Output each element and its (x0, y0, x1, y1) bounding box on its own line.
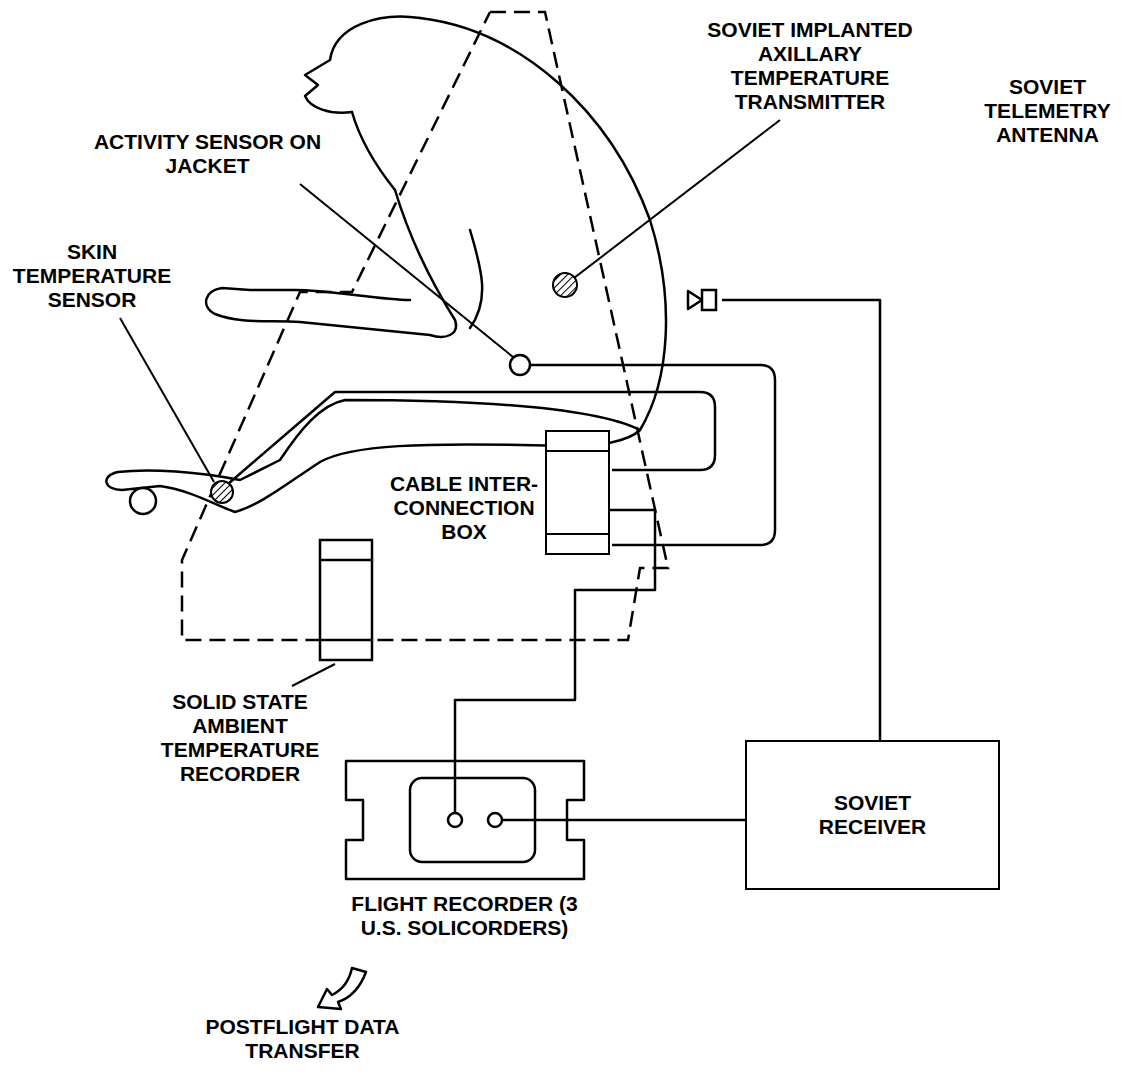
chair-outline (182, 12, 668, 640)
soviet-receiver: SOVIET RECEIVER (745, 740, 1000, 890)
callout-label: SOVIET IMPLANTED AXILLARY TEMPERATURE TR… (680, 18, 940, 114)
antenna-horn (688, 291, 702, 309)
ambient-recorder-band (320, 559, 372, 562)
ambient-recorder-band (320, 639, 372, 642)
connector-wire (722, 300, 880, 740)
recorder-outline (345, 760, 585, 880)
axillary-transmitter (553, 273, 577, 297)
callout-label: SKIN TEMPERATURE SENSOR (6, 240, 178, 312)
arm-outline (206, 190, 456, 337)
box-band (547, 450, 608, 452)
skin-sensor-wire (228, 392, 715, 484)
node-label: SOVIET RECEIVER (803, 791, 943, 839)
note-label: POSTFLIGHT DATA TRANSFER (200, 1015, 405, 1063)
activity-sensor (510, 355, 530, 375)
antenna-symbol: SOVIET TELEMETRY ANTENNA (686, 286, 722, 314)
foot-ball (130, 488, 156, 514)
antenna-body (702, 290, 716, 310)
leader-line (120, 318, 214, 482)
arm-rear-outline (470, 230, 482, 328)
chest-outline (352, 112, 395, 190)
leader-line (292, 664, 335, 686)
recorder-case (346, 761, 584, 879)
recorder-jack (448, 813, 462, 827)
connector-wire (585, 819, 745, 822)
node-label: FLIGHT RECORDER (3 U.S. SOLICORDERS) (347, 892, 582, 940)
ambient-recorder (320, 540, 372, 660)
skin-sensor (211, 481, 233, 503)
leader-line (300, 184, 513, 357)
callout-label: SOLID STATE AMBIENT TEMPERATURE RECORDER (140, 690, 340, 786)
recorder-inner-wire (454, 760, 457, 813)
box-band (547, 533, 608, 535)
node-label: CABLE INTER- CONNECTION BOX (389, 472, 539, 544)
postflight-arrow (318, 968, 366, 1009)
callout-label: ACTIVITY SENSOR ON JACKET (90, 130, 325, 178)
face-outline (305, 60, 352, 113)
recorder-jack (488, 813, 502, 827)
ambient-recorder-box (320, 540, 372, 660)
leader-lines (120, 120, 780, 686)
head-outline (330, 17, 420, 60)
recorder-panel (410, 778, 535, 862)
flight-recorder: FLIGHT RECORDER (3 U.S. SOLICORDERS) (345, 760, 585, 880)
node-label: SOVIET TELEMETRY ANTENNA (960, 75, 1135, 147)
recorder-inner-wire (502, 819, 585, 822)
antenna-outline (686, 286, 722, 314)
cable-interconnection-box: CABLE INTER- CONNECTION BOX (545, 430, 610, 555)
leader-line (574, 120, 780, 278)
